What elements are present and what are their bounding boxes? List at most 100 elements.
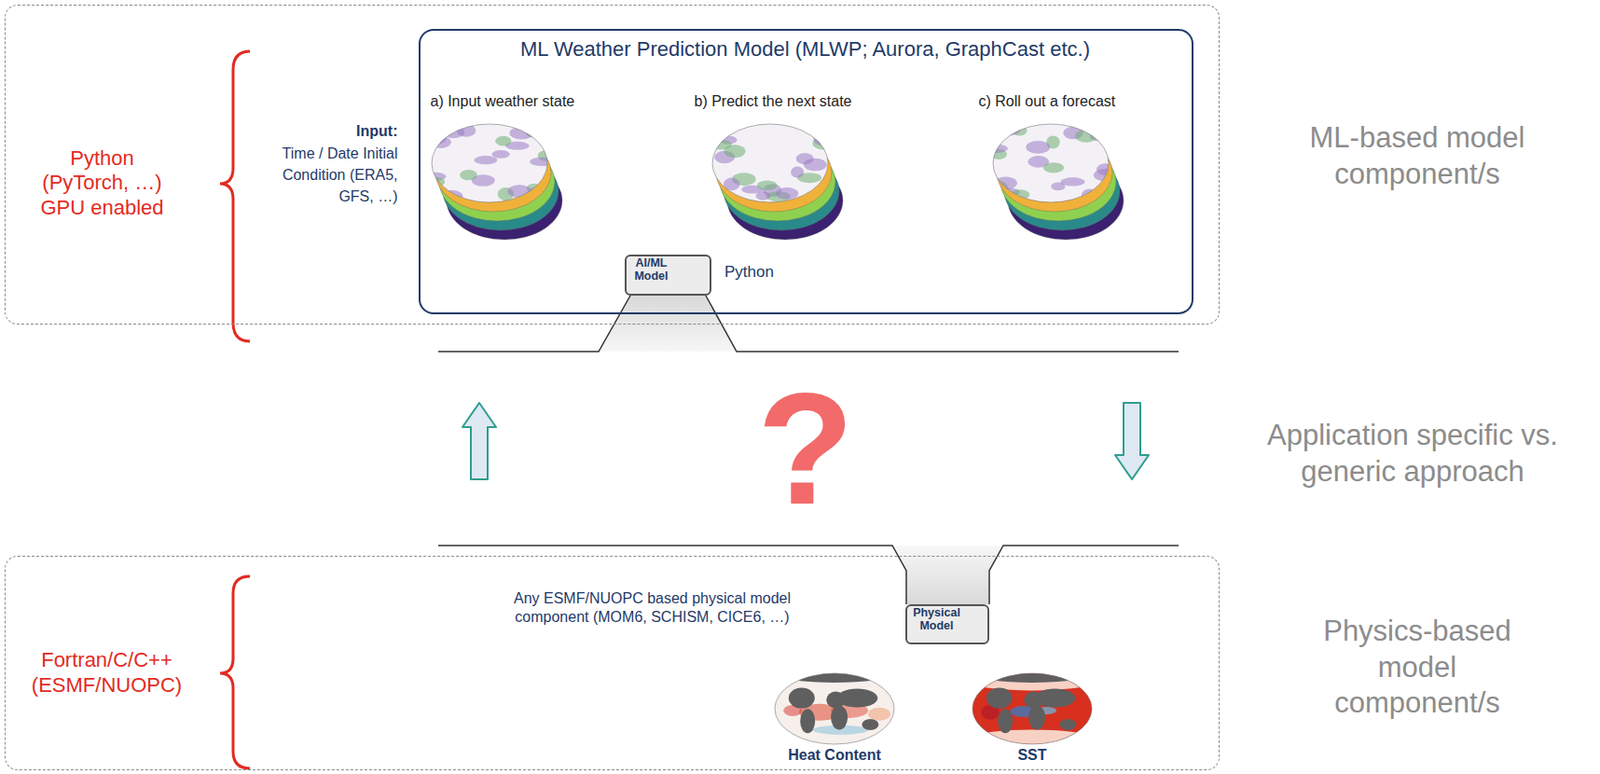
box-label: AI/ML Model <box>626 256 677 284</box>
weather-blob <box>723 144 745 158</box>
map-land <box>778 667 891 683</box>
down-arrow <box>1115 402 1149 480</box>
weather-blob <box>440 190 463 204</box>
funnel-shade <box>892 545 1004 605</box>
weather-blob <box>756 191 772 200</box>
weather-blob <box>815 127 832 137</box>
map-land <box>788 688 815 709</box>
weather-blob <box>1096 163 1115 176</box>
weather-blob <box>790 165 804 178</box>
interface-line <box>438 295 631 352</box>
side-heading: ML-based model component/s <box>1277 120 1558 194</box>
weather-blob <box>492 150 511 159</box>
map-texture <box>778 667 891 735</box>
language-note: Python (PyTorch, …) GPU enabled <box>25 146 180 221</box>
globe-outline <box>431 124 548 203</box>
map-texture <box>976 667 1089 745</box>
weather-globe <box>705 124 843 240</box>
input-list: Time / Date Initial Condition (ERA5, GFS… <box>278 142 399 208</box>
weather-blob <box>996 124 1021 136</box>
map-outline <box>972 673 1092 745</box>
model-box: ML Weather Prediction Model (MLWP; Auror… <box>418 28 1194 315</box>
weather-blob <box>1092 128 1116 139</box>
curly-brace <box>220 51 250 342</box>
globe-outline <box>993 124 1109 203</box>
globe-texture <box>424 124 554 203</box>
weather-blob <box>775 187 799 200</box>
weather-blob <box>757 180 778 192</box>
map-land <box>800 708 815 733</box>
globe-texture <box>983 124 1117 203</box>
language-tag: Python <box>724 262 809 282</box>
weather-blob <box>1043 162 1064 173</box>
map-outline <box>774 673 895 745</box>
globe-face <box>712 124 828 203</box>
weather-blob <box>456 124 477 138</box>
weather-blob <box>509 126 534 140</box>
globe-outline <box>712 124 828 203</box>
map-land <box>1034 689 1076 708</box>
step-label: c) Roll out a forecast <box>979 92 1166 111</box>
weather-blob <box>507 184 531 198</box>
weather-blob <box>1050 182 1065 192</box>
step-label: a) Input weather state <box>430 92 674 111</box>
box-label: Physical Model <box>907 606 967 634</box>
globe-face <box>993 124 1109 203</box>
up-arrow <box>462 402 497 480</box>
interface-line <box>989 545 1179 605</box>
curly-brace <box>220 576 250 769</box>
weather-blob <box>813 130 838 139</box>
weather-globe <box>983 124 1124 240</box>
map-land <box>861 718 879 731</box>
map-land <box>986 688 1013 709</box>
physical-model-box: Physical Model <box>905 604 990 645</box>
weather-blob <box>1075 129 1097 143</box>
physics-region: Fortran/C/C++ (ESMF/NUOPC) Any ESMF/NUOPC… <box>4 555 1220 771</box>
component-note: Any ESMF/NUOPC based physical model comp… <box>512 589 793 629</box>
map-caption: Heat Content <box>769 745 900 764</box>
side-heading: Application specific vs. generic approac… <box>1228 417 1598 491</box>
map-ocean <box>972 673 1092 745</box>
weather-blob <box>459 169 478 180</box>
ml-region: Python (PyTorch, …) GPU enabled Input:Tim… <box>4 4 1220 325</box>
language-note: Fortran/C/C++ (ESMF/NUOPC) <box>13 648 201 698</box>
weather-blob <box>1087 190 1112 203</box>
weather-blob <box>529 157 554 166</box>
input-heading: Input: <box>267 121 399 142</box>
step-label: b) Predict the next state <box>694 92 938 111</box>
interface-line <box>705 295 1179 352</box>
weather-blob <box>425 177 446 188</box>
globe-texture <box>705 124 838 202</box>
weather-blob <box>983 144 1007 153</box>
weather-blob <box>1010 189 1031 200</box>
ocean-map <box>972 667 1092 745</box>
weather-globe <box>424 124 563 240</box>
map-land <box>830 705 848 731</box>
map-group <box>774 667 1092 745</box>
weather-blob <box>1081 188 1098 202</box>
weather-blob <box>705 125 726 138</box>
question-mark: ? <box>744 369 867 528</box>
globe-group <box>424 124 1124 240</box>
map-land <box>997 708 1013 733</box>
box-title: ML Weather Prediction Model (MLWP; Auror… <box>432 37 1179 62</box>
map-ocean <box>774 673 895 745</box>
weather-blob <box>495 136 511 147</box>
weather-blob <box>432 189 452 203</box>
weather-blob <box>705 124 729 136</box>
map-patch <box>868 707 891 721</box>
map-land <box>836 689 878 708</box>
ocean-map <box>774 667 895 745</box>
map-patch <box>976 729 1089 745</box>
map-caption: SST <box>985 745 1079 764</box>
funnel-shade <box>598 295 737 352</box>
weather-blob <box>528 186 553 198</box>
weather-blob <box>803 158 828 172</box>
map-land <box>976 667 1089 683</box>
ml-model-box: AI/ML Model <box>624 254 712 296</box>
weather-blob <box>473 155 497 165</box>
side-heading: Physics-based model component/s <box>1305 613 1530 722</box>
map-land <box>1059 718 1076 731</box>
weather-blob <box>1025 140 1050 154</box>
